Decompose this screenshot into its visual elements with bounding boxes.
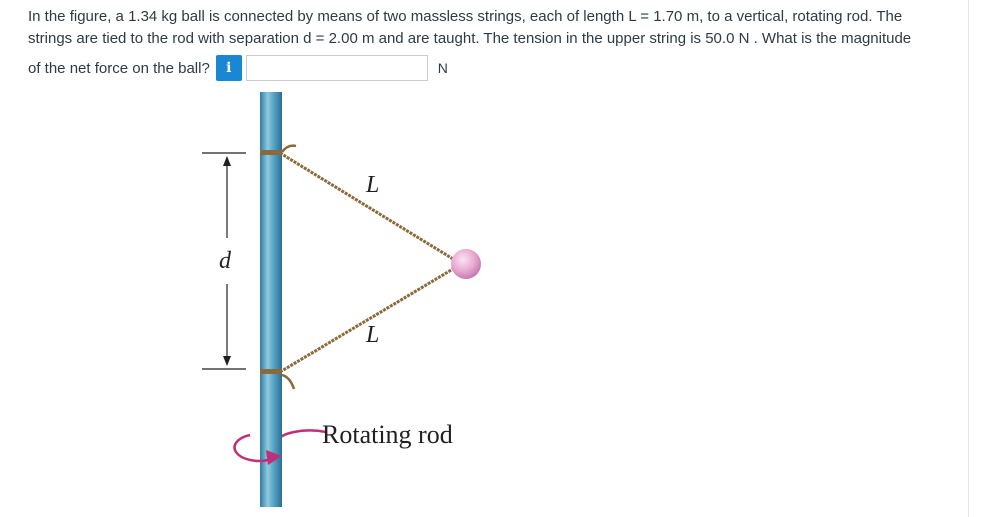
rotation-arrowhead (266, 450, 282, 465)
lower-string-label: L (366, 322, 380, 348)
upper-knot (260, 150, 282, 155)
question-line-3: of the net force on the ball? (28, 59, 210, 77)
rotation-arrow-front (233, 433, 269, 463)
question-text: In the figure, a 1.34 kg ball is connect… (28, 6, 958, 50)
figure-drawing (202, 92, 481, 507)
rod-caption: Rotating rod (322, 420, 453, 449)
upper-string (279, 151, 459, 264)
rotating-rod (260, 92, 282, 507)
question-line-1: In the figure, a 1.34 kg ball is connect… (28, 8, 903, 25)
lower-knot (260, 369, 282, 374)
physics-figure: L L d Rotating rod (190, 90, 500, 517)
lower-string (279, 264, 459, 374)
rotation-arrow-back (276, 429, 327, 443)
unit-label: N (437, 60, 448, 76)
upper-string-label: L (366, 172, 380, 198)
ball (451, 249, 481, 279)
answer-row: of the net force on the ball? i N (28, 55, 448, 81)
question-panel: In the figure, a 1.34 kg ball is connect… (28, 0, 969, 517)
info-icon[interactable]: i (215, 55, 242, 81)
question-line-2: strings are tied to the rod with separat… (28, 30, 912, 47)
separation-label: d (219, 248, 231, 274)
answer-input[interactable] (245, 55, 428, 81)
